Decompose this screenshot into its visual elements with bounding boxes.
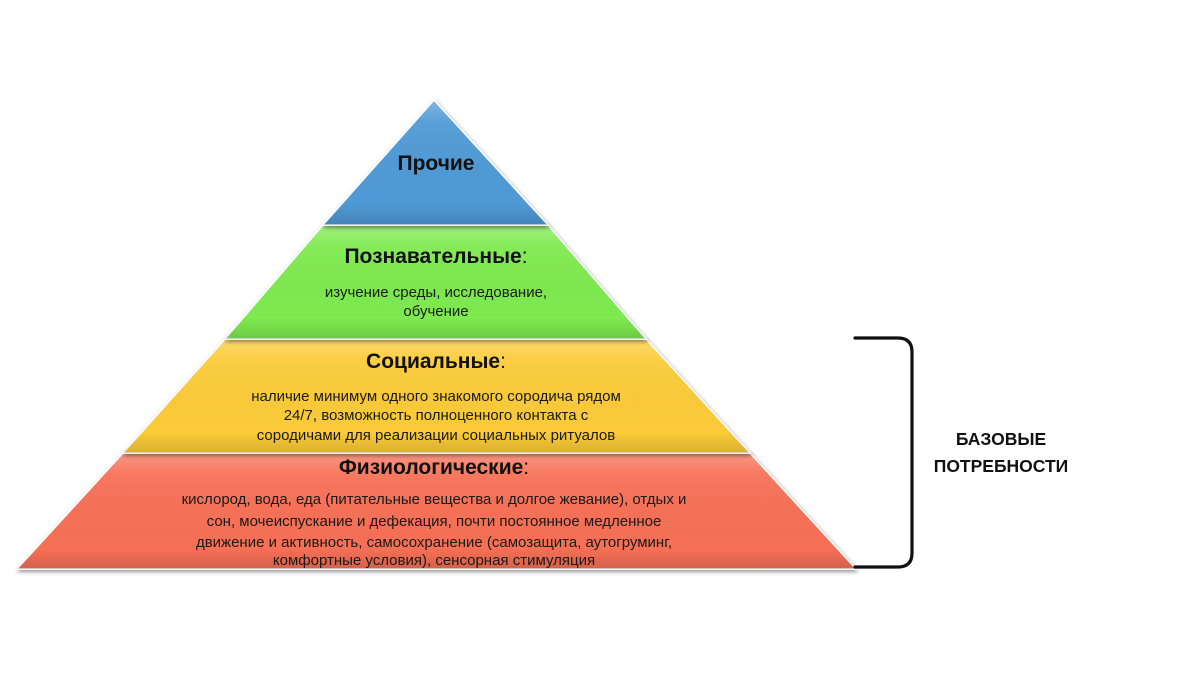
tier-social-colon: :: [500, 350, 506, 373]
tier-cognitive-title: Познавательные: [344, 245, 521, 268]
tier-other: Прочие: [321, 98, 550, 226]
tier-social-title: Социальные: [366, 350, 500, 373]
tier-other-shine: [323, 100, 548, 225]
tier-physiological-heading: Физиологические:: [339, 456, 529, 479]
tier-cognitive: Познавательные: изучение среды, исследов…: [223, 224, 648, 340]
tier-physiological-desc-line-4: комфортные условия), сенсорная стимуляци…: [273, 552, 595, 569]
tier-social-desc-line-3: сородичами для реализации социальных рит…: [257, 427, 616, 444]
tier-cognitive-colon: :: [522, 245, 528, 268]
basic-needs-label-line-1: БАЗОВЫЕ: [956, 429, 1046, 449]
tier-cognitive-shine: [225, 225, 646, 339]
tier-physiological: Физиологические: кислород, вода, еда (пи…: [15, 452, 858, 570]
tier-physiological-title: Физиологические: [339, 456, 523, 479]
tier-cognitive-desc-line-2: обучение: [403, 303, 468, 320]
tier-social-desc-line-1: наличие минимум одного знакомого сородич…: [251, 388, 621, 405]
tier-physiological-desc-line-3: движение и активность, самосохранение (с…: [196, 534, 672, 551]
basic-needs-label-line-2: ПОТРЕБНОСТИ: [934, 456, 1069, 476]
tier-other-title: Прочие: [397, 152, 474, 175]
tier-cognitive-heading: Познавательные:: [344, 245, 527, 268]
tier-social-shine: [123, 339, 750, 453]
tier-other-heading: Прочие: [397, 152, 474, 175]
tier-physiological-desc-line-2: сон, мочеиспускание и дефекация, почти п…: [207, 513, 662, 530]
tier-physiological-desc-line-1: кислород, вода, еда (питательные веществ…: [182, 491, 687, 508]
tier-social-desc-line-2: 24/7, возможность полноценного контакта …: [284, 407, 589, 424]
basic-needs-bracket: [853, 336, 914, 569]
tier-social-heading: Социальные:: [366, 350, 506, 373]
tier-cognitive-desc-line-1: изучение среды, исследование,: [325, 284, 547, 301]
tier-physiological-colon: :: [523, 456, 529, 479]
tier-social: Социальные: наличие минимум одного знако…: [121, 338, 752, 454]
tier-physiological-shine: [17, 453, 856, 569]
